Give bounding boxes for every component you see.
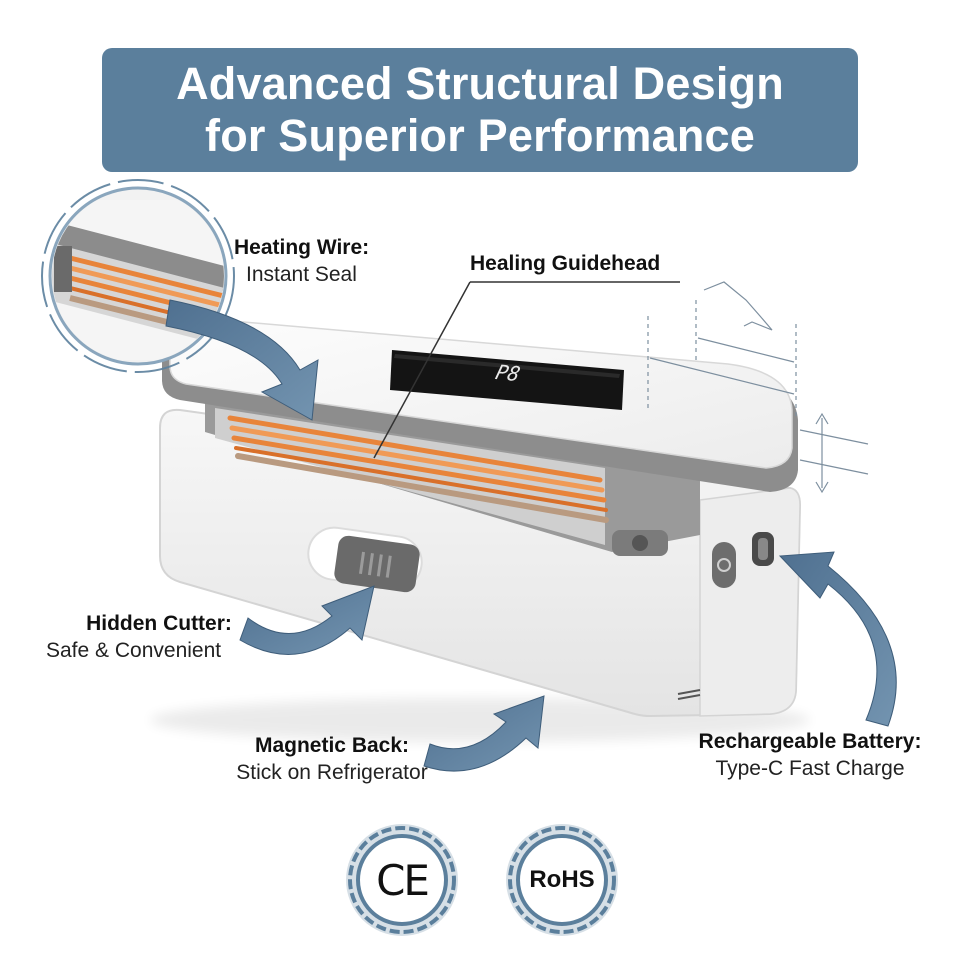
seal-ce <box>346 824 458 936</box>
battery-title: Rechargeable Battery: <box>698 730 922 753</box>
device-lid <box>162 317 798 492</box>
guidehead-leader <box>373 281 471 459</box>
arrow-hidden-cutter <box>239 585 375 655</box>
heating-wire <box>227 415 609 523</box>
cutter-slider <box>334 535 420 593</box>
guidehead-title: Healing Guidehead <box>470 252 661 275</box>
power-button <box>712 542 736 588</box>
heating-wire-subtitle: Instant Seal <box>246 263 357 286</box>
arrow-heating-wire <box>165 299 319 421</box>
dimension-lines <box>647 281 869 494</box>
seal-rohs <box>506 824 618 936</box>
callout-guidehead: Healing Guidehead <box>470 250 660 277</box>
battery-subtitle: Type-C Fast Charge <box>715 757 905 780</box>
magnetic-back-title: Magnetic Back: <box>254 734 410 757</box>
title-line-2: for Superior Performance <box>205 110 755 161</box>
callout-battery: Rechargeable Battery: Type-C Fast Charge <box>680 728 940 782</box>
heating-wire-title: Heating Wire: <box>234 236 370 259</box>
digital-display <box>390 350 624 410</box>
title-line-1: Advanced Structural Design <box>176 58 784 109</box>
arrow-battery <box>778 551 897 727</box>
callout-heating-wire: Heating Wire: Instant Seal <box>234 234 369 288</box>
hidden-cutter-title: Hidden Cutter: <box>86 612 232 635</box>
zoom-inset <box>41 179 235 373</box>
rohs-mark: RoHS <box>529 866 595 893</box>
ce-mark: CE <box>376 855 430 905</box>
magnetic-back-subtitle: Stick on Refrigerator <box>236 761 428 784</box>
callout-arrows <box>165 299 897 772</box>
arrow-magnetic-back <box>423 695 545 772</box>
hidden-cutter-subtitle: Safe & Convenient <box>46 639 222 662</box>
callout-magnetic-back: Magnetic Back: Stick on Refrigerator <box>212 732 452 786</box>
callout-hidden-cutter: Hidden Cutter: Safe & Convenient <box>40 610 254 664</box>
title-banner: Advanced Structural Design for Superior … <box>102 48 858 172</box>
